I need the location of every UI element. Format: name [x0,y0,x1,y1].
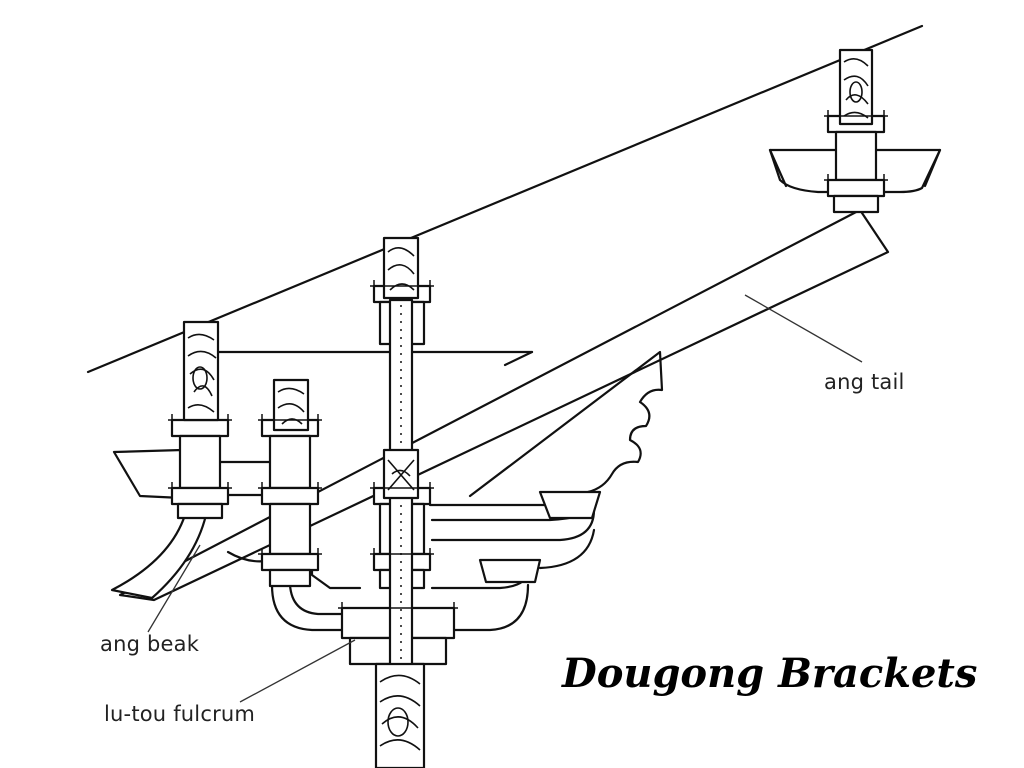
label-leaders [147,294,863,703]
diagram-title: Dougong Brackets [562,650,978,697]
roof-rafter [86,24,924,374]
peg-marks [168,110,888,614]
lu-tou-fulcrum-label: lu-tou fulcrum [104,702,256,726]
upper-beam [216,350,534,367]
cloud-bracket [468,350,664,498]
ang-lever-arm [110,208,890,602]
ang-tail-label: ang tail [824,370,905,394]
right-bowl-bracket [478,490,602,584]
ang-beak-label: ang beak [100,632,200,656]
timber-sections [182,48,874,768]
